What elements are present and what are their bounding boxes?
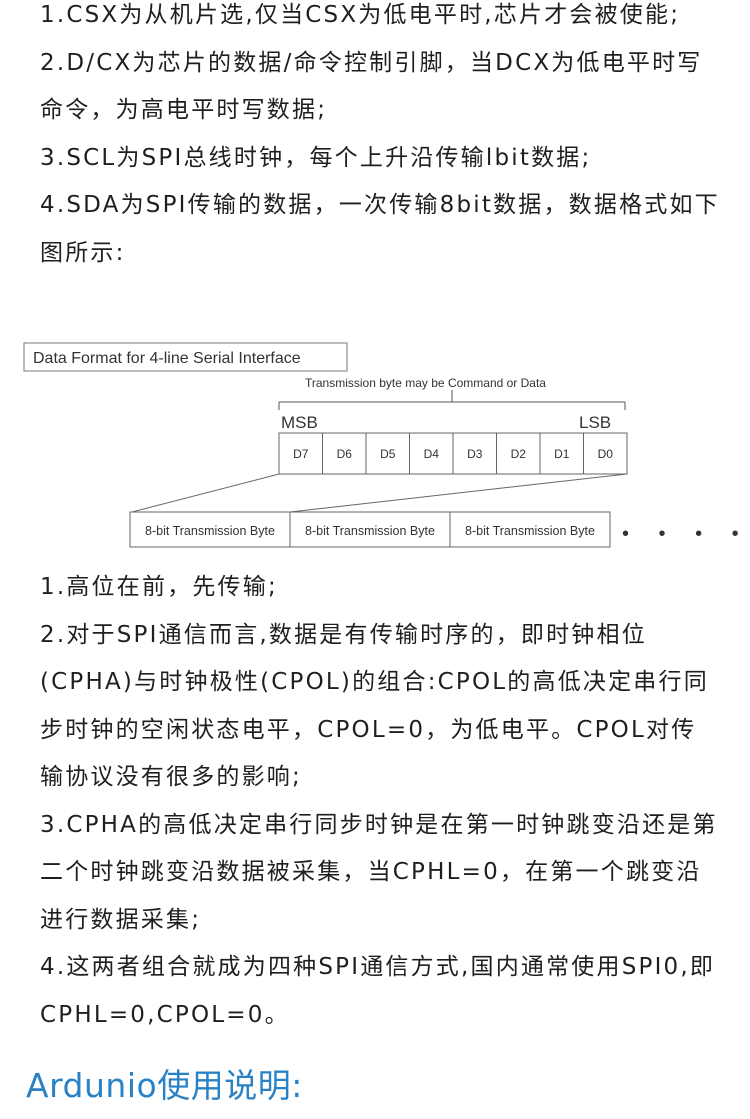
bit-label-d3: D3 (467, 447, 483, 461)
byte-label-3: 8-bit Transmission Byte (465, 524, 595, 538)
bit-cells: D7 D6 D5 D4 D3 D2 D1 D0 (278, 432, 628, 475)
bit-cell-d0 (583, 432, 628, 475)
byte-sequence: 8-bit Transmission Byte 8-bit Transmissi… (129, 511, 611, 548)
bit-label-d4: D4 (424, 447, 440, 461)
serial-data-format-figure: Data Format for 4-line Serial Interface … (22, 340, 750, 555)
msb-label: MSB (281, 413, 318, 432)
bit-label-d0: D0 (598, 447, 614, 461)
bit-cell-d3 (452, 432, 497, 475)
notes-list: 1.高位在前，先传输; 2.对于SPI通信而言,数据是有传输时序的，即时钟相位(… (40, 564, 720, 1039)
bit-label-d1: D1 (554, 447, 570, 461)
byte-label-1: 8-bit Transmission Byte (145, 524, 275, 538)
note-item-msb-first: 1.高位在前，先传输; (40, 574, 278, 600)
expand-line-right (289, 473, 628, 513)
note-item-cpha: 3.CPHA的高低决定串行同步时钟是在第一时钟跳变沿还是第二个时钟跳变沿数据被采… (40, 811, 718, 933)
intro-list: 1.CSX为从机片选,仅当CSX为低电平时,芯片才会被使能; 2.D/CX为芯片… (40, 0, 720, 277)
byte-box-2 (289, 511, 451, 548)
bit-label-d6: D6 (337, 447, 353, 461)
bit-cell-d6 (322, 432, 367, 475)
bit-cell-d5 (365, 432, 410, 475)
note-item-modes: 4.这两者组合就成为四种SPI通信方式,国内通常使用SPI0,即CPHL=0,C… (40, 954, 716, 1028)
intro-item-dcx: 2.D/CX为芯片的数据/命令控制引脚，当DCX为低电平时写命令，为高电平时写数… (40, 49, 703, 124)
intro-item-csx: 1.CSX为从机片选,仅当CSX为低电平时,芯片才会被使能; (40, 2, 681, 28)
lsb-label: LSB (579, 413, 611, 432)
continuation-dots: • • • • (622, 523, 750, 545)
bit-label-d5: D5 (380, 447, 396, 461)
byte-box-1 (129, 511, 291, 548)
bit-label-d7: D7 (293, 447, 309, 461)
intro-item-sda: 4.SDA为SPI传输的数据，一次传输8bit数据，数据格式如下图所示: (40, 192, 720, 266)
bracket-label: Transmission byte may be Command or Data (305, 376, 546, 390)
byte-label-2: 8-bit Transmission Byte (305, 524, 435, 538)
bit-cell-d7 (278, 432, 323, 475)
figure-title: Data Format for 4-line Serial Interface (33, 350, 301, 367)
bit-label-d2: D2 (511, 447, 527, 461)
expand-line-left (131, 473, 280, 513)
intro-item-scl: 3.SCL为SPI总线时钟，每个上升沿传输lbit数据; (40, 144, 592, 171)
figure-title-box (23, 342, 348, 372)
note-item-cpol: 2.对于SPI通信而言,数据是有传输时序的，即时钟相位(CPHA)与时钟极性(C… (40, 621, 709, 791)
byte-box-3 (449, 511, 611, 548)
section-heading: Ardunio使用说明: (26, 1066, 303, 1105)
